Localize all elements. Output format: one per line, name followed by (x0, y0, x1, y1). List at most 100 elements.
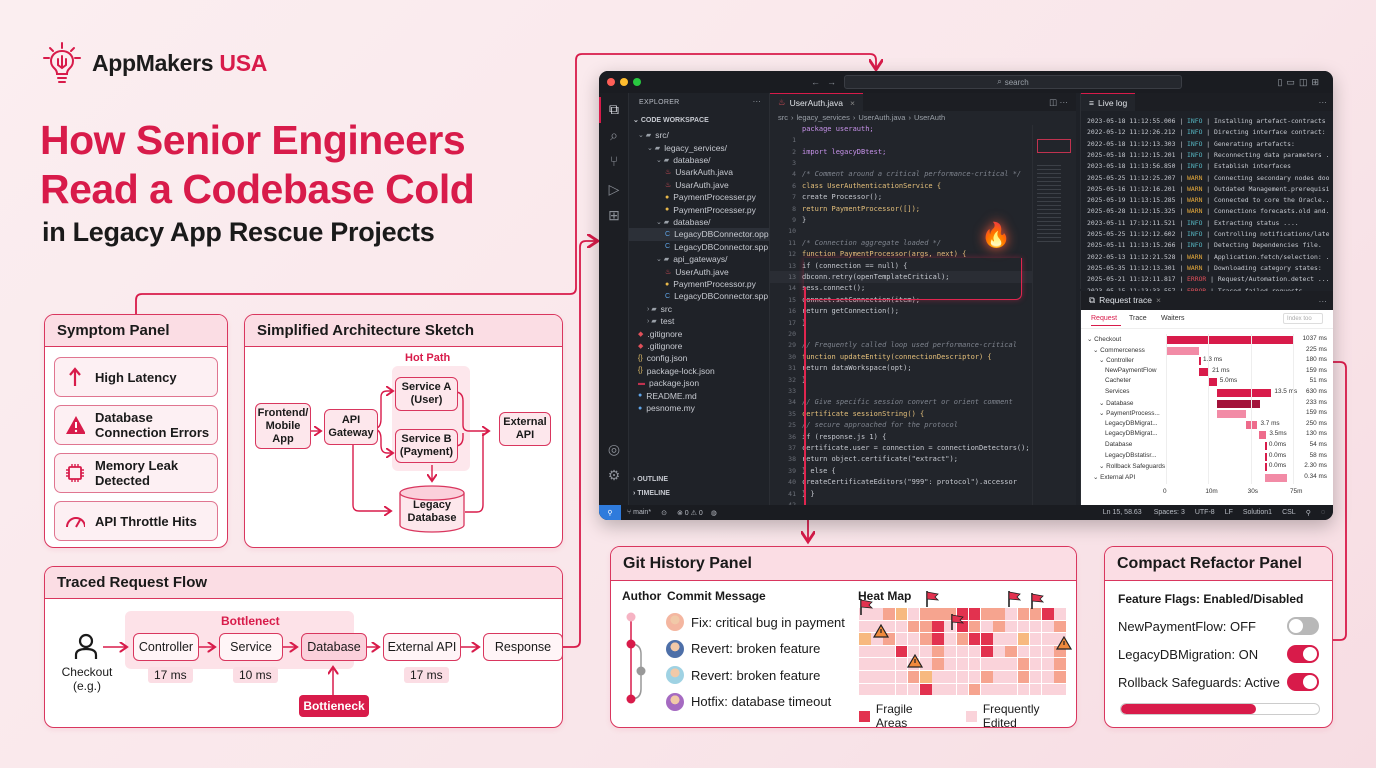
file-tree-item[interactable]: ⌄ ▰database/ (629, 154, 769, 167)
source-control-icon[interactable]: ⑂ (609, 153, 619, 169)
code-line[interactable]: 4/* Comment around a critical performanc… (770, 169, 1054, 181)
code-line[interactable]: 3 (770, 157, 1054, 169)
indent-setting[interactable]: Spaces: 3 (1153, 509, 1185, 516)
search-icon[interactable]: ⌕ (610, 127, 618, 143)
run-debug-icon[interactable]: ▷ (608, 181, 620, 197)
commit-row[interactable]: Revert: broken feature (666, 666, 820, 684)
remote-icon[interactable]: ⚲ (599, 505, 621, 520)
trace-tab-waiters[interactable]: Waiters (1161, 315, 1185, 322)
commit-row[interactable]: Hotfix: database timeout (666, 692, 831, 711)
extensions-icon[interactable]: ⊞ (608, 207, 620, 223)
code-line[interactable]: 25 // secure approached for the protocol (770, 419, 1054, 431)
code-line[interactable]: 29// Frequently called loop used perform… (770, 340, 1054, 352)
outline-section[interactable]: › OUTLINE (633, 476, 669, 483)
file-tree-item[interactable]: ⌄ ▰database/ (629, 216, 769, 229)
code-line[interactable]: 13 dbconn.retry(openTemplateCritical); (770, 271, 1054, 283)
feedback-icon[interactable]: ⚲ (1305, 509, 1311, 517)
encoding[interactable]: UTF-8 (1194, 509, 1215, 516)
forward-button[interactable]: → (827, 77, 836, 87)
file-tree-item[interactable]: {}package-lock.json (629, 365, 769, 378)
log-more-icon[interactable]: ··· (1318, 97, 1328, 107)
notifications-icon[interactable]: ◌ (1320, 509, 1325, 516)
file-tree-item[interactable]: {}config.json (629, 352, 769, 365)
commit-row[interactable]: Fix: critical bug in payment (666, 613, 845, 631)
maximize-window-button[interactable] (633, 78, 641, 86)
file-tree-item[interactable]: ◆.gitignore (629, 327, 769, 340)
code-line[interactable]: 40 createCertificateEditors("999": proto… (770, 476, 1054, 488)
code-line[interactable]: 14 sess.connect(); (770, 283, 1054, 295)
close-window-button[interactable] (607, 78, 615, 86)
code-line[interactable]: 39 } else { (770, 465, 1054, 477)
code-line[interactable]: 42 (770, 499, 1054, 505)
split-editor-icon[interactable]: ◫ ··· (1049, 96, 1068, 107)
layout-toggle-icons[interactable]: ▯▭◫⊞ (1277, 76, 1323, 87)
code-line[interactable]: 17} (770, 317, 1054, 329)
code-line[interactable]: 10 (770, 226, 1054, 238)
code-line[interactable]: 8 return PaymentProcessor([]); (770, 203, 1054, 215)
file-tree-item[interactable]: › ▰src (629, 303, 769, 316)
command-search-input[interactable]: ⌕search (844, 75, 1182, 89)
symptom-card[interactable]: API Throttle Hits (54, 501, 218, 541)
tab-userauth-java[interactable]: ♨UserAuth.java× (770, 93, 863, 111)
account-icon[interactable]: ◎ (607, 441, 621, 457)
file-tree-item[interactable]: ⌄ ▰api_gateways/ (629, 253, 769, 266)
file-tree-item[interactable]: ●README.md (629, 389, 769, 402)
trace-filter-input[interactable]: Index too (1283, 313, 1323, 324)
commit-row[interactable]: Revert: broken feature (666, 639, 820, 658)
file-tree-item[interactable]: ♨UsarkAuth.java (629, 166, 769, 179)
timeline-section[interactable]: › TIMELINE (633, 490, 670, 497)
feature-flag-toggle[interactable] (1287, 645, 1319, 663)
code-line[interactable]: 38 return object.certificate("extract"); (770, 454, 1054, 466)
explorer-more-icon[interactable]: ··· (752, 96, 762, 106)
eol[interactable]: LF (1224, 509, 1233, 516)
code-line[interactable]: 9} (770, 214, 1054, 226)
code-line[interactable]: 37 certificate.user = connection = conne… (770, 442, 1054, 454)
symptom-card[interactable]: High Latency (54, 357, 218, 397)
file-tree-item[interactable]: ⌄ ▰src/ (629, 129, 769, 142)
file-tree-item[interactable]: ●pesnome.my (629, 402, 769, 415)
file-tree-item[interactable]: ◆.gitignore (629, 340, 769, 353)
file-tree-item[interactable]: › ▰test (629, 315, 769, 328)
file-tree-item[interactable]: ●PaymentProcesser.py (629, 203, 769, 216)
cursor-position[interactable]: Ln 15, 58.63 (1102, 509, 1142, 516)
trace-row[interactable]: ⌄ PaymentProcess...159 ms (1081, 409, 1333, 420)
file-tree-item[interactable]: ♨UserAuth.jave (629, 265, 769, 278)
code-line[interactable]: 11/* Connection aggregate loaded */ (770, 237, 1054, 249)
sync-icon[interactable]: ⊙ (661, 509, 667, 517)
minimize-window-button[interactable] (620, 78, 628, 86)
file-tree-item[interactable]: ●PaymentProcessor.py (629, 278, 769, 291)
solution[interactable]: Solution1 (1242, 509, 1273, 516)
back-button[interactable]: ← (811, 77, 820, 87)
problems-indicator[interactable]: ⊗ 0 ⚠ 0 (676, 509, 703, 517)
workspace-header[interactable]: ⌄ CODE WORKSPACE (633, 117, 709, 124)
file-tree-item[interactable]: ♨UsarAuth.jave (629, 179, 769, 192)
feature-flag-toggle[interactable] (1287, 617, 1319, 635)
code-line[interactable]: 20 (770, 328, 1054, 340)
file-tree-item[interactable]: ●PaymentProcesser.py (629, 191, 769, 204)
tab-request-trace[interactable]: ⧉Request trace× (1089, 295, 1161, 305)
trace-tab-trace[interactable]: Trace (1129, 315, 1147, 322)
code-line[interactable]: 33 (770, 385, 1054, 397)
trace-tab-request[interactable]: Request (1091, 315, 1121, 326)
code-line[interactable]: 36 if (response.js 1) { (770, 431, 1054, 443)
close-tab-icon[interactable]: × (850, 97, 855, 108)
